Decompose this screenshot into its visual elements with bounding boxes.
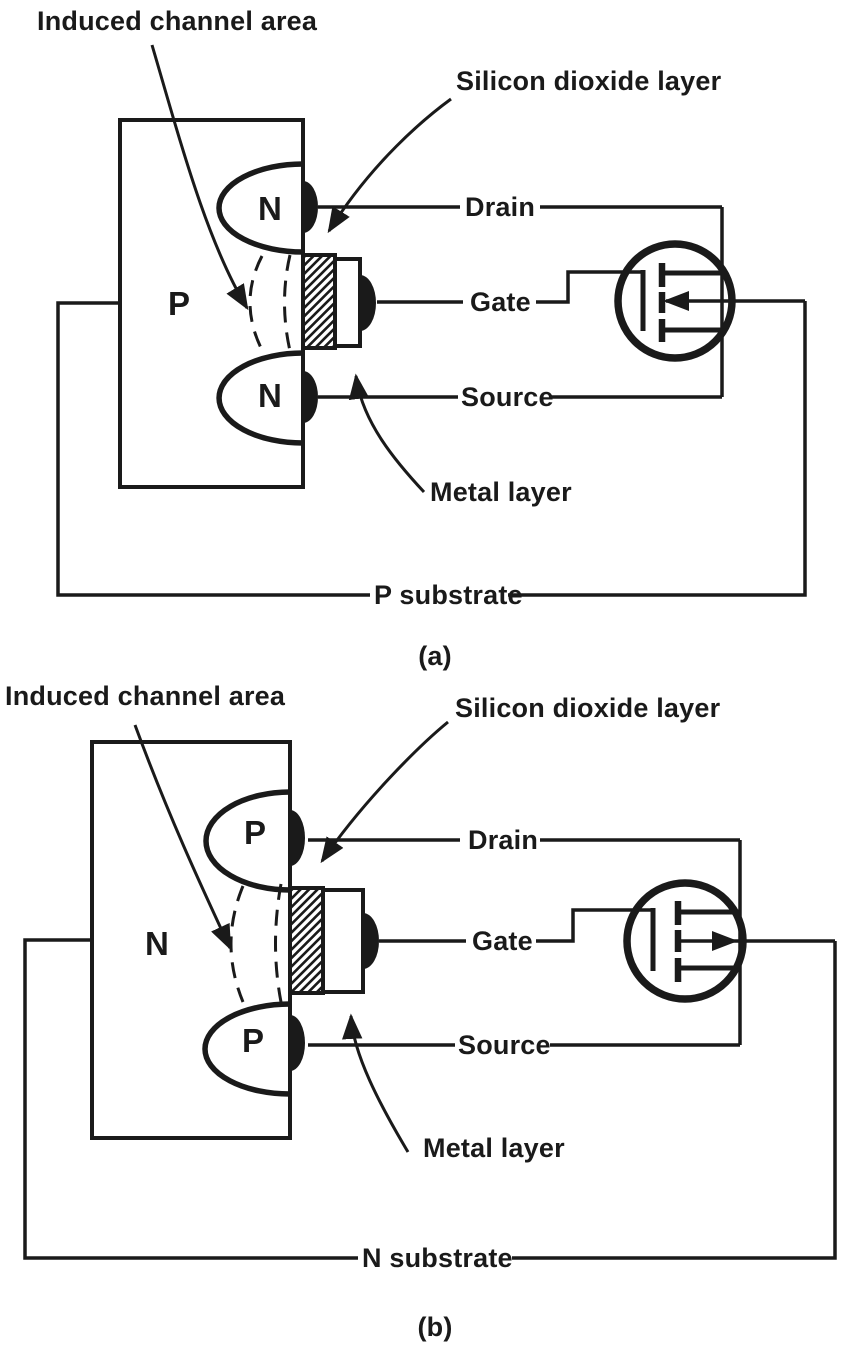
diagram-b — [23, 720, 837, 1260]
gate-label-b: Gate — [472, 926, 533, 956]
caption-a: (a) — [418, 641, 452, 671]
induced-channel-a — [248, 254, 292, 352]
body-region-label-b: N — [145, 925, 170, 962]
mosfet-symbol-a — [614, 240, 805, 362]
silicon-dioxide-label-a: Silicon dioxide layer — [456, 66, 722, 96]
body-region-label-a: P — [168, 285, 191, 322]
contacts-b — [290, 810, 379, 1071]
substrate-label-a: P substrate — [374, 580, 523, 610]
source-region-label-b: P — [242, 1022, 265, 1059]
diagram-a — [56, 44, 807, 597]
mosfet-symbol-b — [623, 879, 835, 1003]
drain-label-b: Drain — [468, 825, 539, 855]
induced-channel-arrow-a — [150, 44, 249, 311]
source-contact-b — [290, 1015, 305, 1071]
silicon-dioxide-rect-b — [288, 886, 325, 995]
source-region-label-a: N — [258, 377, 283, 414]
source-label-a: Source — [461, 382, 554, 412]
induced-channel-arrow-b — [133, 724, 232, 951]
induced-channel-label-b: Induced channel area — [5, 681, 286, 711]
drain-contact-b — [290, 810, 305, 866]
source-region-well-b — [202, 1001, 291, 1097]
contacts-a — [303, 181, 376, 423]
silicon-dioxide-rect-a — [301, 253, 337, 350]
leader-arrows-a — [150, 44, 452, 494]
symbol-circle-a — [614, 240, 736, 362]
metal-layer-arrow-b — [342, 1013, 410, 1153]
body-arrow-out-b — [712, 931, 738, 951]
substrate-wire-a — [56, 301, 807, 597]
silicon-dioxide-arrow-b — [320, 720, 449, 864]
metal-layer-rect-b — [321, 888, 365, 994]
symbol-circle-b — [623, 879, 747, 1003]
metal-layer-label-a: Metal layer — [430, 477, 572, 507]
substrate-wire-b — [23, 938, 837, 1260]
drain-label-a: Drain — [465, 192, 536, 222]
induced-channel-b — [229, 883, 283, 1003]
gate-contact-b — [363, 913, 379, 969]
body-arrow-in-a — [663, 291, 689, 311]
substrate-label-b: N substrate — [362, 1243, 513, 1273]
source-contact-a — [303, 371, 318, 423]
caption-b: (b) — [417, 1312, 453, 1342]
source-region-well-a — [216, 350, 304, 446]
drain-region-label-b: P — [244, 814, 267, 851]
induced-channel-label-a: Induced channel area — [37, 6, 318, 36]
terminal-wires-b — [308, 838, 742, 1047]
leader-arrows-b — [133, 720, 449, 1153]
silicon-dioxide-label-b: Silicon dioxide layer — [455, 693, 721, 723]
gate-label-a: Gate — [470, 287, 531, 317]
silicon-dioxide-arrow-a — [327, 97, 452, 234]
metal-layer-rect-a — [333, 257, 362, 348]
drain-region-well-a — [216, 161, 304, 255]
drain-region-label-a: N — [258, 190, 283, 227]
drain-region-well-b — [203, 789, 291, 893]
source-label-b: Source — [458, 1030, 551, 1060]
gate-contact-a — [360, 275, 376, 331]
metal-layer-label-b: Metal layer — [423, 1133, 565, 1163]
drain-contact-a — [303, 181, 318, 233]
metal-layer-arrow-a — [348, 373, 426, 494]
